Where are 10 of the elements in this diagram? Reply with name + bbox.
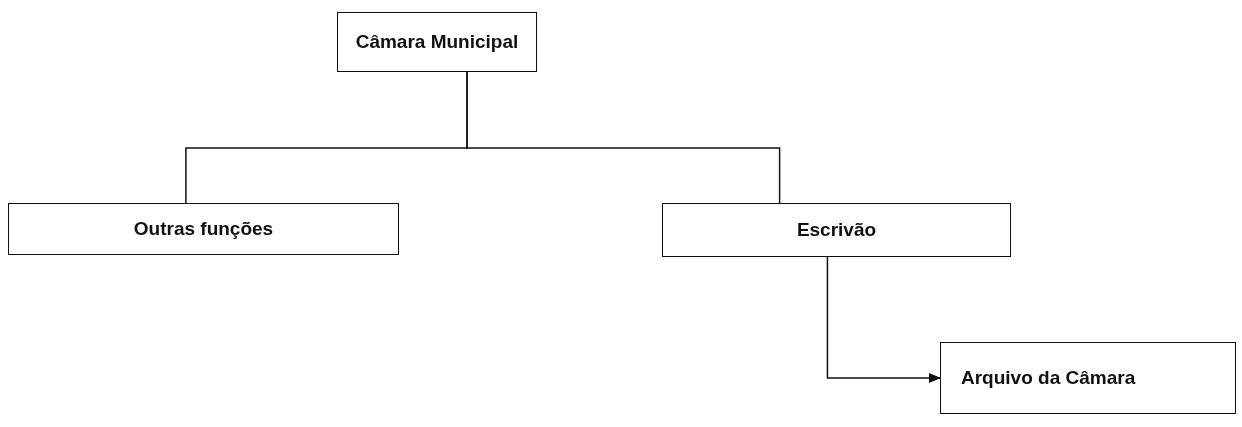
arrow xyxy=(826,256,941,383)
org-box xyxy=(662,203,1011,257)
org-box xyxy=(337,12,537,72)
box-label: Câmara Municipal xyxy=(355,31,519,53)
box-label: Outras funções xyxy=(133,218,274,240)
org-box xyxy=(940,342,1236,414)
box-label: Arquivo da Câmara xyxy=(961,367,1136,389)
connector-line xyxy=(466,71,781,204)
org-box xyxy=(8,203,399,255)
box-label: Escrivão xyxy=(796,219,877,241)
